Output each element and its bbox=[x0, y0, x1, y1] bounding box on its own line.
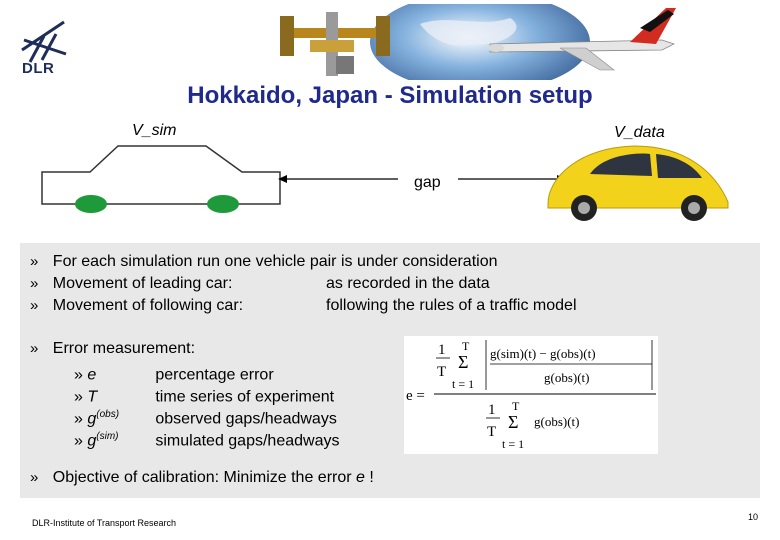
bullet-text: For each simulation run one vehicle pair… bbox=[52, 253, 498, 270]
formula-T: T bbox=[487, 424, 496, 440]
objective-row: » Objective of calibration: Minimize the… bbox=[30, 467, 374, 489]
formula-sigma: Σ bbox=[508, 412, 518, 432]
page-title: Hokkaido, Japan - Simulation setup bbox=[187, 82, 593, 109]
error-desc: time series of experiment bbox=[155, 388, 335, 406]
yellow-car-icon bbox=[547, 145, 729, 221]
formula-sum-upper: T bbox=[462, 339, 470, 353]
bullet-marker: » bbox=[30, 275, 39, 292]
bullet-marker: » bbox=[74, 388, 83, 406]
v-sim-label: V_sim bbox=[132, 122, 177, 139]
bullet-marker: » bbox=[30, 297, 39, 314]
error-symbol: g bbox=[87, 410, 97, 428]
formula-one: 1 bbox=[438, 342, 446, 358]
error-item: » e percentage error bbox=[74, 360, 274, 386]
bullet-marker: » bbox=[30, 253, 39, 270]
bullet-marker: » bbox=[74, 410, 83, 428]
bullet-marker: » bbox=[30, 469, 39, 486]
dlr-logo-icon bbox=[21, 20, 67, 63]
error-formula: e = 1 T T Σ t = 1 g(sim)(t) − g(obs)(t) … bbox=[404, 336, 658, 454]
objective-suffix: ! bbox=[364, 469, 374, 486]
error-heading: Error measurement: bbox=[52, 340, 196, 357]
error-heading-row: » Error measurement: bbox=[30, 338, 195, 360]
footer-institute: DLR-Institute of Transport Research bbox=[32, 518, 177, 528]
objective-text: Objective of calibration: Minimize the e… bbox=[52, 469, 357, 486]
formula-denominator: g(obs)(t) bbox=[534, 414, 580, 429]
bullet-text: Movement of following car: bbox=[52, 297, 244, 314]
error-symbol: e bbox=[87, 366, 97, 384]
wheel-icon bbox=[75, 195, 107, 213]
bullet-value: following the rules of a traffic model bbox=[326, 297, 577, 314]
formula-one: 1 bbox=[488, 402, 496, 418]
error-desc: percentage error bbox=[155, 366, 274, 384]
error-symbol: g bbox=[87, 432, 97, 450]
formula-numerator-bottom: g(obs)(t) bbox=[544, 370, 590, 385]
formula-lhs: e = bbox=[406, 388, 425, 404]
error-desc: observed gaps/headways bbox=[155, 410, 337, 428]
v-data-label: V_data bbox=[614, 124, 665, 141]
airplane-icon bbox=[488, 8, 676, 71]
bullet-marker: » bbox=[74, 432, 83, 450]
bullet-text: Movement of leading car: bbox=[52, 275, 233, 292]
simulated-car-outline bbox=[41, 145, 281, 213]
gap-label: gap bbox=[414, 174, 441, 191]
bullet-row: » Movement of following car: following t… bbox=[30, 295, 750, 317]
bullet-marker: » bbox=[74, 366, 83, 384]
bullet-value: as recorded in the data bbox=[326, 275, 490, 292]
error-item: » g(sim) simulated gaps/headways bbox=[74, 426, 339, 452]
bullet-marker: » bbox=[30, 340, 39, 357]
bullet-row: » Movement of leading car: as recorded i… bbox=[30, 273, 750, 295]
formula-sigma: Σ bbox=[458, 352, 468, 372]
logo-text: DLR bbox=[22, 60, 55, 77]
banner-illustration bbox=[280, 4, 676, 80]
formula-sum-upper: T bbox=[512, 399, 520, 413]
formula-sum-lower: t = 1 bbox=[502, 437, 524, 451]
formula-T: T bbox=[437, 364, 446, 380]
bullet-row: » For each simulation run one vehicle pa… bbox=[30, 251, 750, 273]
page-number: 10 bbox=[748, 512, 759, 522]
objective-symbol: e bbox=[356, 469, 365, 486]
error-item: » g(obs) observed gaps/headways bbox=[74, 404, 337, 430]
error-superscript: (obs) bbox=[96, 409, 120, 420]
error-superscript: (sim) bbox=[96, 431, 119, 442]
formula-numerator-top: g(sim)(t) − g(obs)(t) bbox=[490, 346, 596, 361]
error-desc: simulated gaps/headways bbox=[155, 432, 340, 450]
error-symbol: T bbox=[87, 388, 98, 406]
wheel-icon bbox=[207, 195, 239, 213]
formula-sum-lower: t = 1 bbox=[452, 377, 474, 391]
space-station-icon bbox=[280, 12, 390, 76]
